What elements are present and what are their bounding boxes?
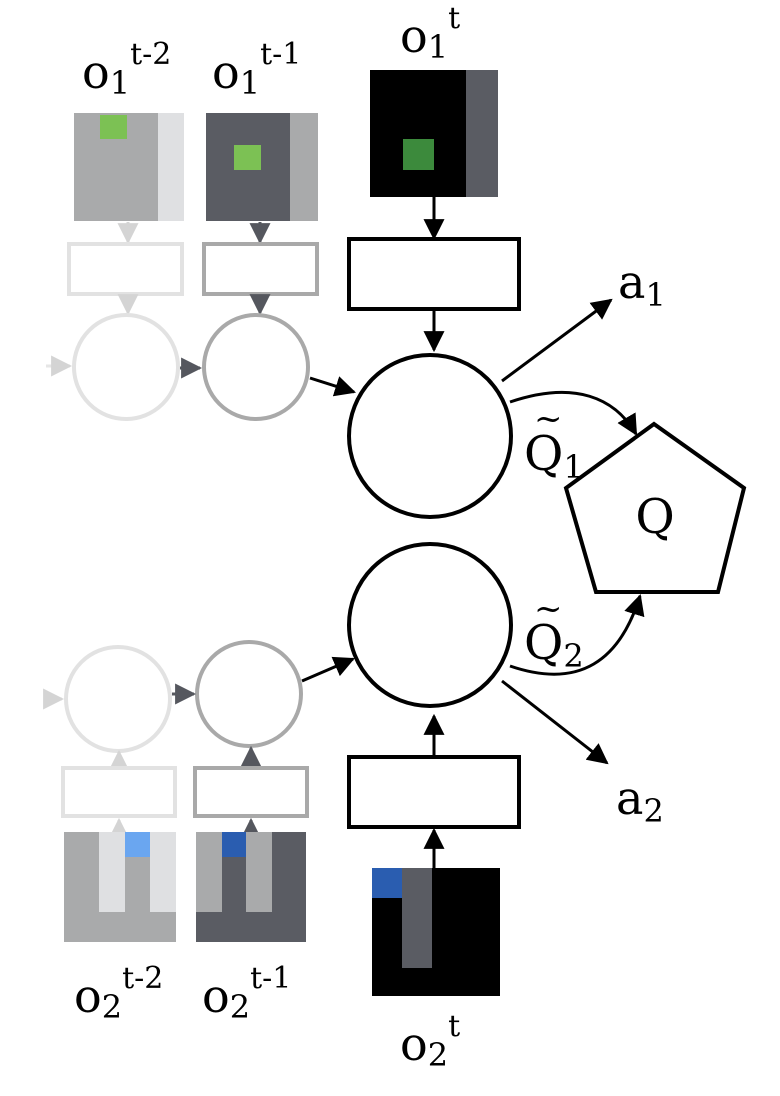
obs-image-agent2-t-minus-1 bbox=[196, 832, 306, 942]
obs-image-agent1-t-minus-2 bbox=[74, 113, 184, 221]
arrow-agent2-q-to-mixer bbox=[509, 593, 645, 676]
arrow-agent1-q-to-mixer bbox=[509, 390, 638, 436]
obs-label-agent2-t-minus-2: o2t-2 bbox=[74, 961, 163, 1026]
arrow-agent1-hidden-t-minus-1-to-t bbox=[309, 376, 357, 397]
arrow-agent2-hidden-t-minus-1-to-t bbox=[301, 656, 355, 683]
obs-image-agent1-t-minus-1 bbox=[206, 113, 318, 221]
obs-label-agent2-t-minus-1: o2t-1 bbox=[202, 961, 291, 1026]
rnn-cell-agent2-t bbox=[347, 542, 513, 708]
svg-text:~: ~ bbox=[534, 399, 563, 439]
arrow-agent1-action bbox=[501, 298, 613, 383]
action-label-agent1: a1 bbox=[618, 255, 666, 314]
svg-text:Q2: Q2 bbox=[524, 615, 584, 675]
obs-label-agent1-t-minus-2: o1t-2 bbox=[82, 37, 171, 102]
rnn-cell-agent2-t-minus-2 bbox=[64, 645, 172, 753]
svg-text:Q1: Q1 bbox=[524, 426, 584, 486]
obs-label-agent2-t: o2t bbox=[400, 1009, 460, 1074]
mixer-label: Q bbox=[635, 489, 674, 545]
rnn-cell-agent1-t-minus-2 bbox=[72, 313, 180, 421]
encoder-agent1-t-minus-1 bbox=[202, 242, 319, 296]
rnn-cell-agent2-t-minus-1 bbox=[195, 640, 303, 748]
arrow-agent2-action bbox=[501, 679, 609, 765]
svg-text:~: ~ bbox=[534, 589, 563, 629]
obs-image-agent1-t bbox=[370, 70, 498, 197]
obs-label-agent1-t-minus-1: o1t-1 bbox=[212, 37, 301, 102]
obs-image-agent2-t bbox=[372, 868, 500, 996]
q-label-agent2: ~ Q2 bbox=[524, 589, 584, 675]
obs-image-agent2-t-minus-2 bbox=[64, 832, 176, 942]
q-label-agent1: ~ Q1 bbox=[524, 399, 584, 486]
encoder-agent1-t bbox=[347, 237, 521, 311]
action-label-agent2: a2 bbox=[616, 771, 664, 830]
encoder-agent2-t bbox=[347, 755, 521, 829]
encoder-agent1-t-minus-2 bbox=[67, 242, 184, 296]
obs-label-agent1-t: o1t bbox=[400, 1, 460, 66]
rnn-cell-agent1-t bbox=[347, 353, 513, 519]
encoder-agent2-t-minus-2 bbox=[61, 766, 177, 818]
mixing-network bbox=[563, 421, 747, 594]
rnn-cell-agent1-t-minus-1 bbox=[202, 313, 310, 421]
encoder-agent2-t-minus-1 bbox=[193, 766, 309, 818]
